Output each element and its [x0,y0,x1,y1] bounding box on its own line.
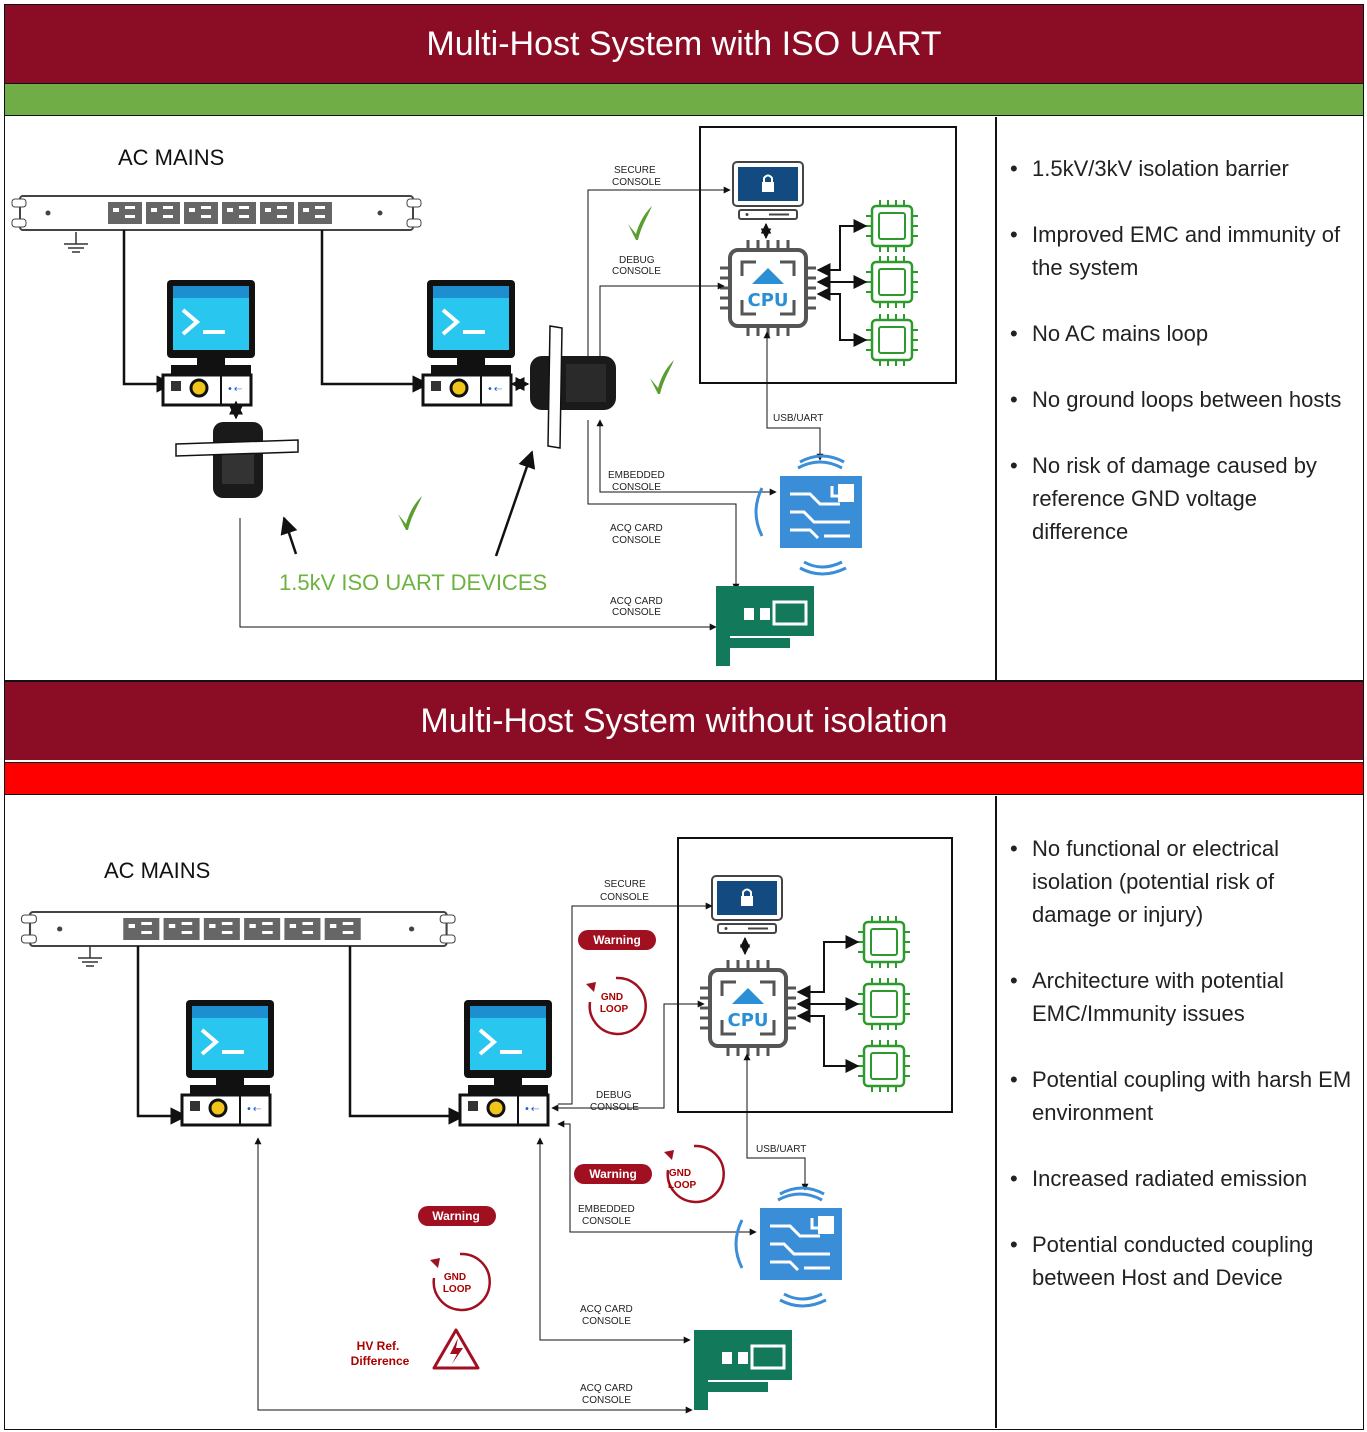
usb-uart-label: USB/UART [756,1144,806,1155]
embedded-console-label: CONSOLE [582,1216,631,1227]
warning-badge-text: Warning [589,1167,637,1181]
gnd-loop-label: LOOP [600,1004,629,1015]
section-title-non-isolated: Multi-Host System without isolation [5,682,1363,760]
non-isolated-diagram: AC MAINS SECURE CONSOLE DEBUG CONSOLE US… [20,837,953,1414]
host-pc-1 [161,278,257,407]
secure-console-monitor [732,161,804,220]
debug-console-label: CONSOLE [612,266,661,277]
gnd-loop-label: LOOP [668,1180,697,1191]
warning-badge-text: Warning [432,1209,480,1223]
acq-card-console-label: ACQ CARD [580,1304,633,1315]
secure-console-label: SECURE [614,165,656,176]
usb-uart-label: USB/UART [773,413,823,424]
divider-isolated [995,117,997,680]
sensor-chip-icon [864,198,920,254]
status-bar-non-isolated [5,762,1363,795]
section-title-isolated: Multi-Host System with ISO UART [5,5,1363,83]
cpu-chip-icon [718,238,818,338]
risk-item: Increased radiated emission [1010,1162,1355,1195]
benefit-item: Improved EMC and immunity of the system [1010,218,1355,284]
acq-card-console-label: CONSOLE [612,607,661,618]
ground-icon [77,945,103,967]
risk-item: No functional or electrical isolation (p… [1010,832,1355,931]
iso-devices-label: 1.5kV ISO UART DEVICES [279,570,547,595]
target-system-box [677,837,953,1113]
acq-card-console-label: CONSOLE [582,1316,631,1327]
check-icon [628,206,652,240]
iso-uart-device-1 [175,422,299,498]
debug-console-label: DEBUG [619,255,655,266]
embedded-console-label: EMBEDDED [608,470,665,481]
section-separator [5,680,1363,682]
benefit-item: No risk of damage caused by reference GN… [1010,449,1355,548]
secure-console-label: CONSOLE [600,892,649,903]
benefit-item: No ground loops between hosts [1010,383,1355,416]
high-voltage-warning-icon [432,1328,480,1370]
hv-ref-label: HV Ref. [357,1339,400,1353]
gnd-loop-label: GND [444,1272,466,1283]
check-icon [398,496,422,530]
power-strip [20,910,457,948]
acq-card-console-label: ACQ CARD [580,1383,633,1394]
debug-console-label: DEBUG [596,1090,632,1101]
cpu-chip-icon [698,958,798,1058]
memory-chip-icon [856,1038,912,1094]
isolated-diagram: AC MAINS [11,126,957,668]
benefits-list: 1.5kV/3kV isolation barrier Improved EMC… [1010,152,1355,581]
gnd-loop-label: GND [601,992,623,1003]
embedded-console-label: EMBEDDED [578,1204,635,1215]
target-system-box [699,126,957,384]
hv-ref-label: Difference [351,1354,410,1368]
benefit-item: No AC mains loop [1010,317,1355,350]
host-pc-2 [421,278,517,407]
power-strip [11,195,422,231]
thermometer-chip-icon [864,254,920,310]
acq-card-icon [714,584,816,668]
secure-console-label: SECURE [604,879,646,890]
acq-card-icon [692,1328,794,1412]
ac-mains-label: AC MAINS [118,145,224,170]
secure-console-monitor [711,875,783,934]
thermometer-chip-icon [856,976,912,1032]
host-pc-2 [458,998,554,1127]
host-pc-1 [180,998,276,1127]
risk-item: Potential conducted coupling between Hos… [1010,1228,1355,1294]
ground-icon [63,231,89,253]
risks-list: No functional or electrical isolation (p… [1010,832,1355,1327]
gnd-loop-label: GND [669,1168,691,1179]
sensor-chip-icon [856,914,912,970]
warning-badge-text: Warning [593,933,641,947]
acq-card-console-label: ACQ CARD [610,523,663,534]
embedded-console-label: CONSOLE [612,482,661,493]
divider-non-isolated [995,796,997,1428]
risk-item: Architecture with potential EMC/Immunity… [1010,964,1355,1030]
debug-console-label: CONSOLE [590,1102,639,1113]
memory-chip-icon [864,312,920,368]
page-frame [4,4,1364,1430]
acq-card-console-label: ACQ CARD [610,596,663,607]
benefit-item: 1.5kV/3kV isolation barrier [1010,152,1355,185]
secure-console-label: CONSOLE [612,177,661,188]
risk-item: Potential coupling with harsh EM environ… [1010,1063,1355,1129]
ac-mains-label: AC MAINS [104,858,210,883]
status-bar-isolated [5,83,1363,116]
embedded-board-icon [754,454,864,576]
iso-uart-device-2 [530,325,616,449]
acq-card-console-label: CONSOLE [612,535,661,546]
check-icon [650,360,674,394]
embedded-board-icon [734,1186,844,1308]
acq-card-console-label: CONSOLE [582,1395,631,1406]
gnd-loop-label: LOOP [443,1284,472,1295]
